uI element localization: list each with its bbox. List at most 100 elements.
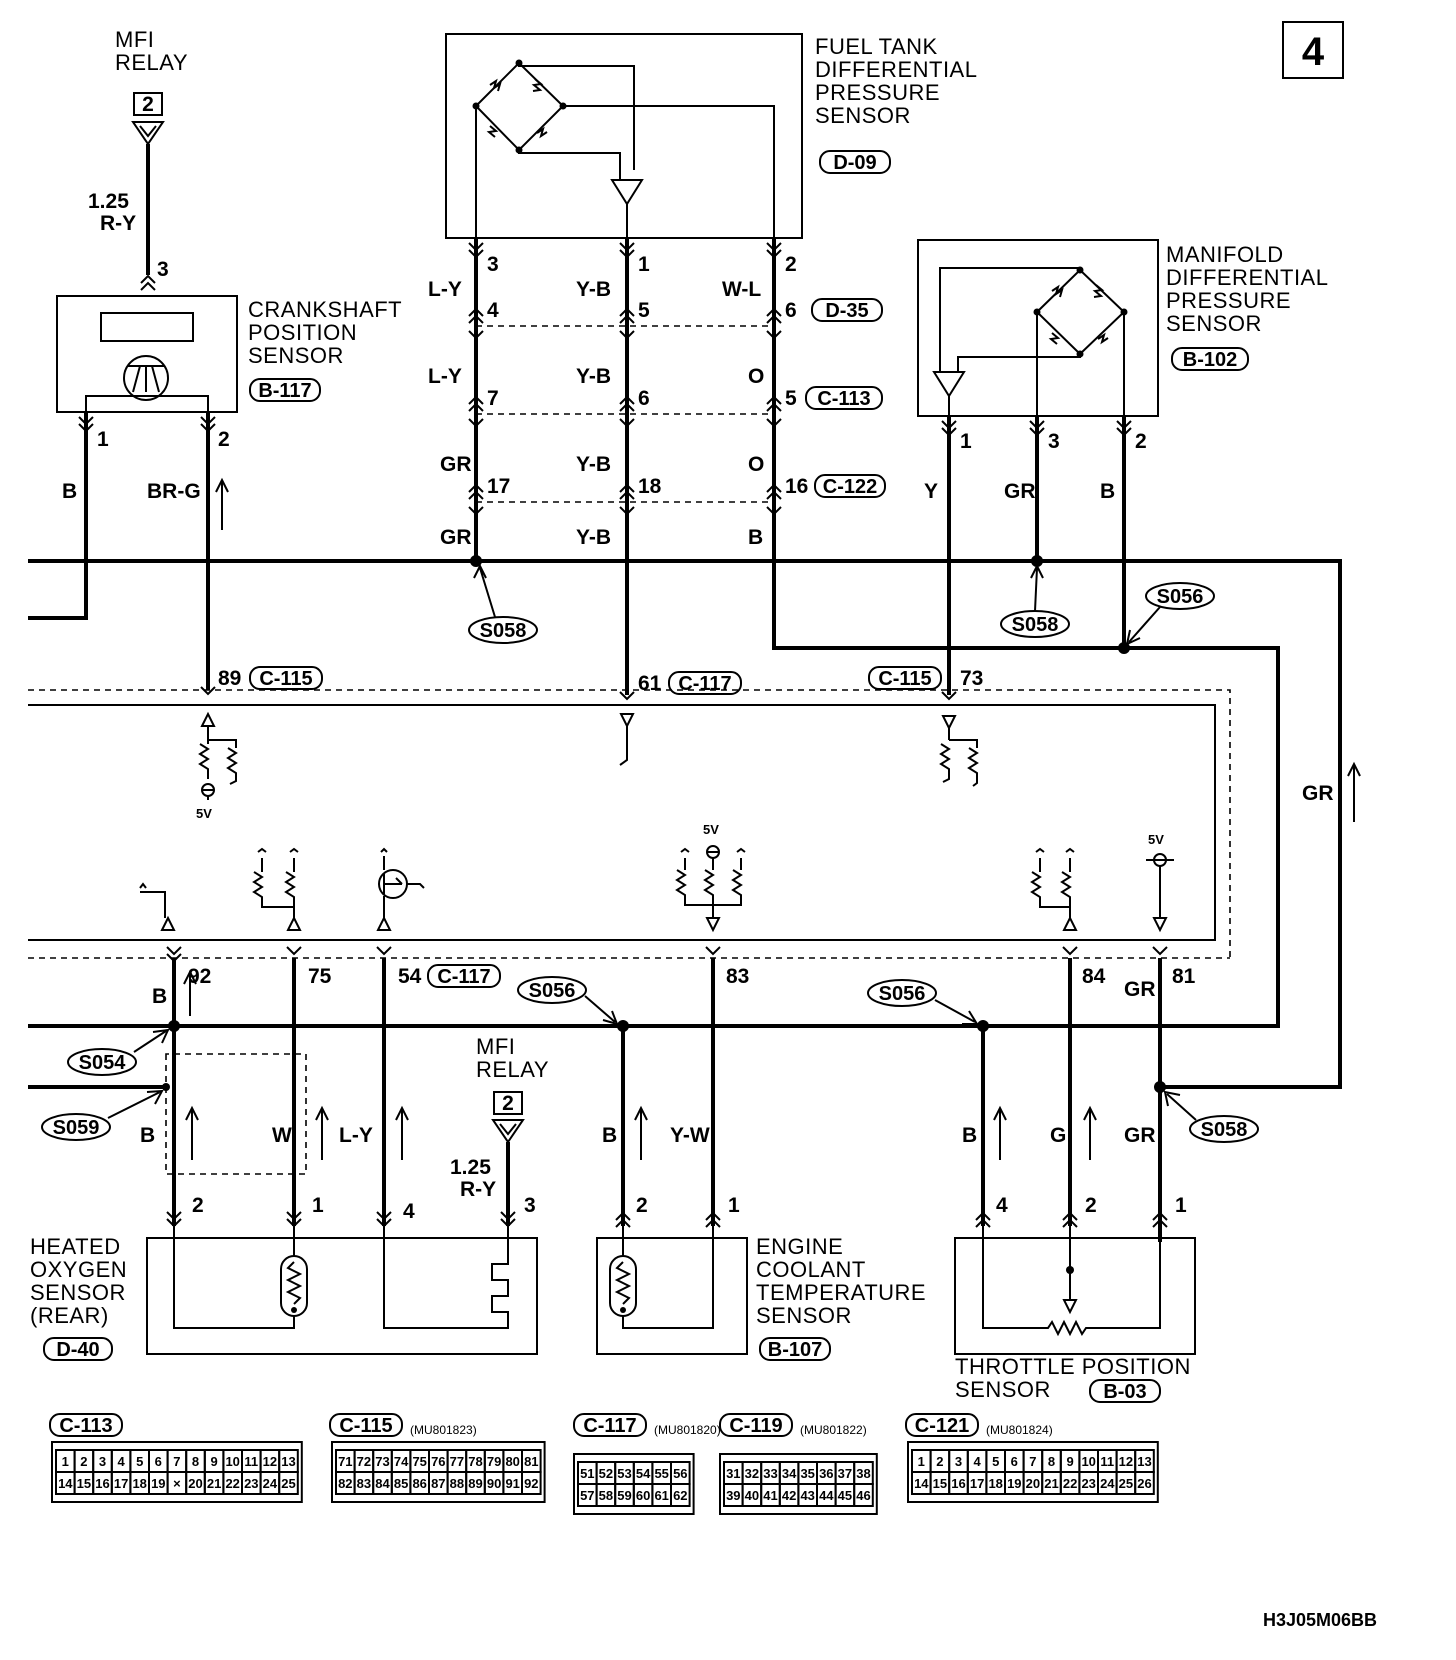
ecm-circuit-92: [139, 882, 176, 931]
ft-label-4: SENSOR: [815, 103, 911, 128]
pin-ect-1: 1: [728, 1194, 740, 1217]
connector-pin-label: 13: [281, 1454, 295, 1469]
wire-label-relay-top-color: R-Y: [100, 212, 136, 235]
ecm-circuit-84: [1030, 847, 1078, 931]
wire-label-ft-b: B: [748, 526, 763, 549]
connector-pin-label: 56: [673, 1466, 687, 1481]
connector-pin-label: 40: [745, 1488, 759, 1503]
connector-pin-label: 15: [933, 1476, 947, 1491]
connector-pin-label: 2: [936, 1454, 943, 1469]
connector-pin-label: 51: [580, 1466, 594, 1481]
connector-face-part: (MU801820): [654, 1423, 721, 1437]
wire-label-o2-w: W: [272, 1124, 292, 1147]
connector-pin-label: 44: [819, 1488, 834, 1503]
svg-text:S054: S054: [79, 1052, 127, 1074]
wire-label-mf-y: Y: [924, 480, 938, 503]
conn-c115-b: C-115: [878, 668, 931, 690]
connector-pin-label: 25: [281, 1476, 295, 1491]
connector-pin-label: 43: [800, 1488, 814, 1503]
connector-pin-label: 10: [225, 1454, 239, 1469]
pin-o2-3: 3: [524, 1194, 536, 1217]
ect-connector: B-107: [768, 1339, 822, 1361]
pin-ft-1: 1: [638, 253, 650, 276]
connector-face-part: (MU801824): [986, 1423, 1053, 1437]
ecm-circuit-73: [939, 715, 979, 787]
connector-pin-label: 20: [188, 1476, 202, 1491]
pin-o2-4: 4: [403, 1200, 415, 1223]
connector-pin-label: 19: [151, 1476, 165, 1491]
ect-label-1: ENGINE: [756, 1234, 843, 1259]
ecm-inner-box: [28, 704, 1216, 941]
connector-pin-label: 17: [114, 1476, 128, 1491]
connector-pin-label: 39: [726, 1488, 740, 1503]
connector-pin-label: 88: [450, 1476, 464, 1491]
connector-pin-label: 58: [599, 1488, 613, 1503]
connector-pin-label: 17: [970, 1476, 984, 1491]
conn-c113: C-113: [817, 388, 870, 410]
svg-text:S058: S058: [1201, 1119, 1248, 1141]
connector-pin-label: 42: [782, 1488, 796, 1503]
connector-pin-label: 81: [524, 1454, 538, 1469]
splice-dot-s058-a: [470, 555, 482, 567]
connector-pin-label: 72: [357, 1454, 371, 1469]
wire-label-ect-yw: Y-W: [670, 1124, 710, 1147]
ecm-circuit-89: 5V: [196, 711, 238, 821]
pin-c113-6: 6: [638, 387, 650, 410]
connector-pin-label: 60: [636, 1488, 650, 1503]
crank-connector: B-117: [258, 380, 311, 402]
fuel-tank-sensor: FUEL TANK DIFFERENTIAL PRESSURE SENSOR D…: [445, 33, 977, 239]
svg-text:S056: S056: [529, 980, 576, 1002]
ect-label-4: SENSOR: [756, 1303, 852, 1328]
connector-pin-label: 82: [338, 1476, 352, 1491]
splice-s058-a: S058: [468, 563, 538, 644]
connector-pin-label: 52: [599, 1466, 613, 1481]
tps-connector: B-03: [1103, 1381, 1146, 1403]
wire-label-o2-b-top: B: [152, 985, 167, 1008]
connector-pin-label: 46: [856, 1488, 870, 1503]
wire-label-crank-b: B: [62, 480, 77, 503]
conn-c117-a: C-117: [678, 673, 731, 695]
connector-pin-label: 11: [1100, 1454, 1114, 1469]
connector-pin-label: 62: [673, 1488, 687, 1503]
splice-s056-c: S056: [867, 979, 979, 1025]
connector-pin-label: 13: [1137, 1454, 1151, 1469]
connector-pin-label: 11: [244, 1454, 258, 1469]
splice-s059: S059: [41, 1089, 164, 1141]
connector-pin-label: 16: [95, 1476, 109, 1491]
connector-pin-label: 24: [1100, 1476, 1115, 1491]
connector-pin-label: 3: [955, 1454, 962, 1469]
connector-pin-label: 12: [1119, 1454, 1133, 1469]
connector-pin-label: 79: [487, 1454, 501, 1469]
conn-c122: C-122: [823, 476, 877, 498]
pin-mf-3: 3: [1048, 430, 1060, 453]
mf-connector: B-102: [1183, 349, 1237, 371]
connector-pin-label: 80: [505, 1454, 519, 1469]
pin-ect-2: 2: [636, 1194, 648, 1217]
pin-c122-17: 17: [487, 475, 510, 498]
conn-c117-b: C-117: [437, 966, 490, 988]
connector-pin-label: 57: [580, 1488, 594, 1503]
connector-pin-label: 25: [1119, 1476, 1133, 1491]
wire-label-tps-gr-top: GR: [1124, 978, 1156, 1001]
connector-pin-label: 24: [263, 1476, 278, 1491]
pin-ecm-61: 61: [638, 672, 662, 695]
connector-pin-label: 18: [988, 1476, 1002, 1491]
wire-label-ect-b: B: [602, 1124, 617, 1147]
ft-connector: D-09: [833, 152, 876, 174]
wire-label-tps-b: B: [962, 1124, 977, 1147]
connector-pin-label: 3: [99, 1454, 106, 1469]
tps-label-1: THROTTLE POSITION: [955, 1354, 1191, 1379]
connector-pin-label: 37: [838, 1466, 852, 1481]
ft-label-3: PRESSURE: [815, 80, 940, 105]
wire-label-ft-yb2: Y-B: [576, 365, 611, 388]
crank-label-1: CRANKSHAFT: [248, 297, 402, 322]
connector-pin-label: 32: [745, 1466, 759, 1481]
connector-face-part: (MU801823): [410, 1423, 477, 1437]
wire-label-right-gr: GR: [1302, 782, 1334, 805]
wire-label-ft-wl: W-L: [722, 278, 761, 301]
connector-pin-label: 2: [80, 1454, 87, 1469]
